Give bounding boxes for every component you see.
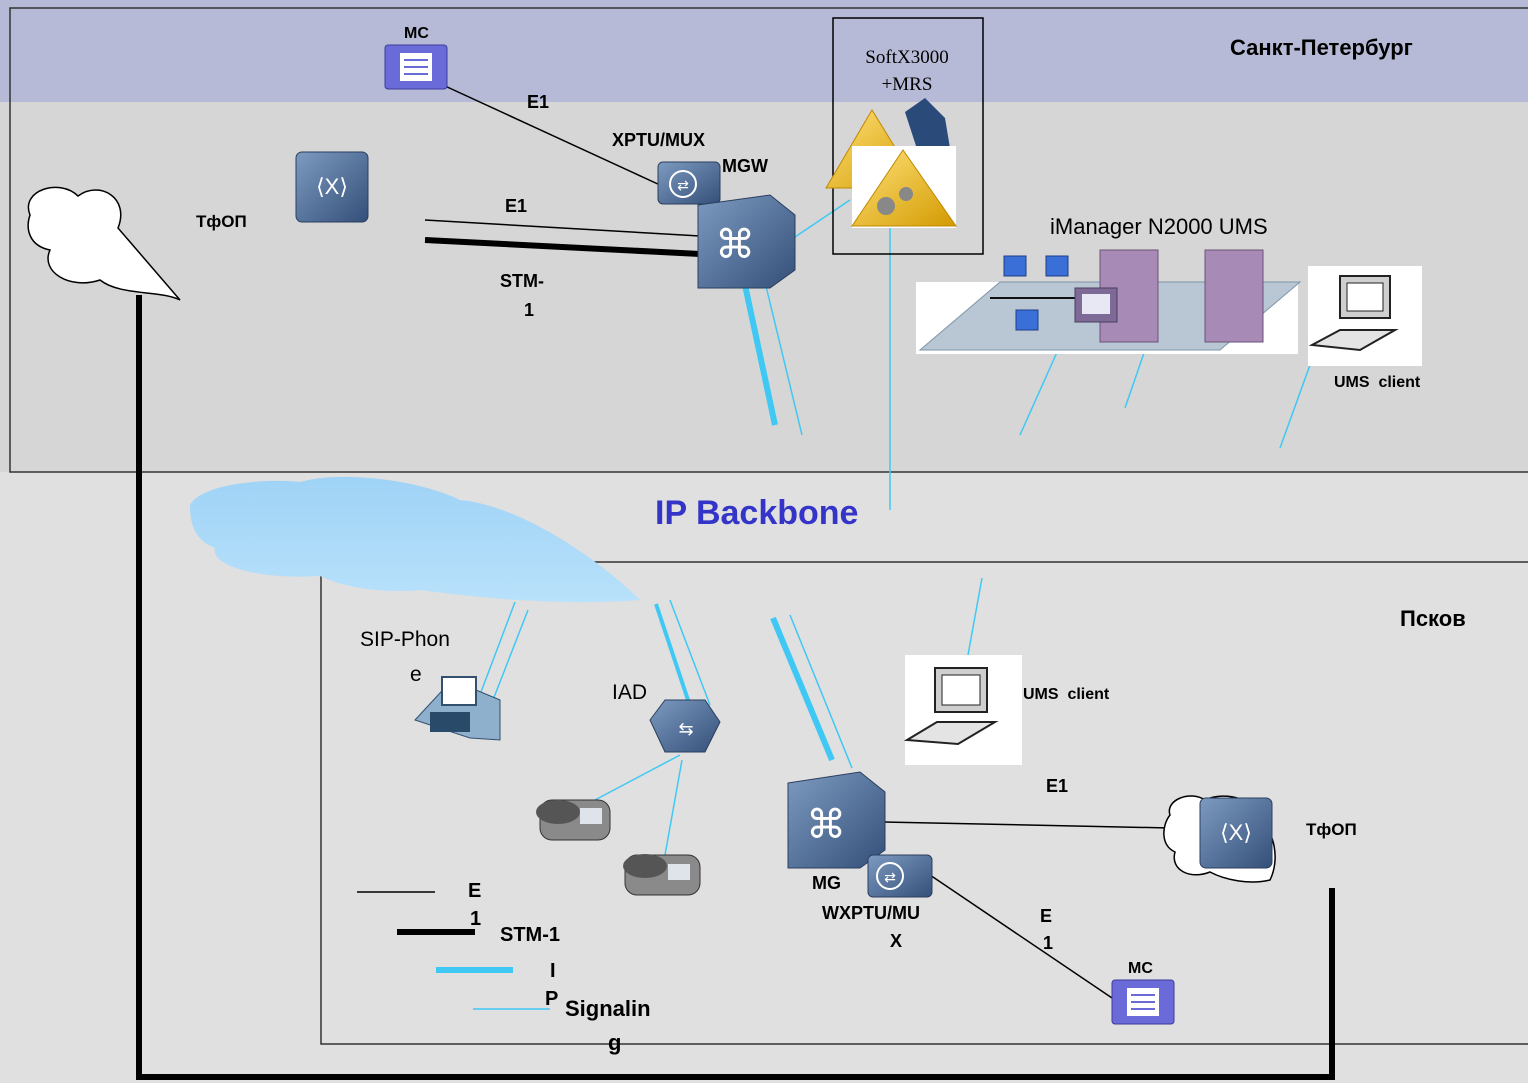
softx-icon xyxy=(825,98,957,228)
desk-phone-1-icon xyxy=(536,799,611,841)
sig-iad-phone1 xyxy=(594,754,681,801)
mc-spb-label: MC xyxy=(404,25,429,42)
svg-text:⇄: ⇄ xyxy=(884,870,896,886)
legend-stm1-label: STM-1 xyxy=(500,924,560,946)
svg-text:⟨X⟩: ⟨X⟩ xyxy=(316,174,348,199)
mgw-label: MGW xyxy=(722,156,768,176)
legend-e1-label-a: E xyxy=(468,880,482,902)
softx-label-a: SoftX3000 xyxy=(865,47,949,68)
iad-icon: ⇆ xyxy=(649,699,721,753)
sig-iad-b xyxy=(669,599,711,706)
legend-ip-label-a: I xyxy=(550,960,556,982)
sig-mgw-down-b xyxy=(764,281,803,436)
pstn-switch-spb-icon: ⟨X⟩ xyxy=(295,151,369,223)
mc-pskov-icon xyxy=(1111,979,1175,1025)
legend-signaling-label-b: g xyxy=(608,1030,622,1055)
sig-ums-b xyxy=(1124,349,1146,409)
pstn-cloud-spb xyxy=(27,186,181,301)
e1-tfop-to-mgw xyxy=(424,219,701,237)
e1-diag-label-b: 1 xyxy=(1043,933,1054,953)
tfop-pskov-label: ТфОП xyxy=(1306,820,1357,839)
spb-band xyxy=(0,0,1528,102)
ip-iad-a xyxy=(654,603,690,701)
mc-pskov-label: MC xyxy=(1128,960,1153,977)
e1-diag-label-a: E xyxy=(1040,906,1053,926)
e1-label-top: E1 xyxy=(527,92,550,112)
legend-signaling-label-a: Signalin xyxy=(565,996,651,1021)
svg-text:⇆: ⇆ xyxy=(678,719,693,740)
sig-sip-a xyxy=(477,601,516,701)
xptu-mux-label: XPTU/MUX xyxy=(612,130,706,150)
sip-phone-label-a: SIP-Phon xyxy=(360,628,450,651)
e1-mc-to-xptu xyxy=(431,79,661,186)
ums-client-pskov-label: UMS client xyxy=(1023,686,1110,703)
desk-phone-2-icon xyxy=(623,854,701,896)
ums-client-spb-label: UMS client xyxy=(1334,374,1421,391)
sig-iad-phone2 xyxy=(664,759,683,856)
sig-sip-b xyxy=(492,609,529,701)
sip-phone-label-b: e xyxy=(410,663,422,686)
ip-backbone-label: IP Backbone xyxy=(655,494,859,532)
mgw-spb-icon: ⌘ xyxy=(697,194,796,289)
stm1-label-a: STM- xyxy=(500,271,544,291)
region-label-pskov: Псков xyxy=(1400,606,1466,631)
spb-border xyxy=(9,7,1528,473)
ums-client-spb-icon xyxy=(1308,266,1422,366)
mc-spb-icon xyxy=(384,44,448,90)
ip-backbone-cloud xyxy=(190,476,640,603)
region-label-spb: Санкт-Петербург xyxy=(1230,35,1413,60)
xptu-mux-spb-icon: ⇄ xyxy=(657,161,721,205)
legend-ip-label-b: P xyxy=(545,988,559,1010)
wxptu-mux-label-a: WXPTU/MU xyxy=(822,903,920,923)
stm1-label-b: 1 xyxy=(524,300,535,320)
sig-ums-client-pskov xyxy=(967,577,983,656)
softx-label-b: +MRS xyxy=(881,74,933,95)
legend-e1-label-b: 1 xyxy=(470,908,482,930)
imanager-ums-icon xyxy=(916,249,1302,354)
svg-text:⌘: ⌘ xyxy=(806,802,846,848)
ums-client-pskov-icon xyxy=(903,655,1022,765)
svg-text:⟨X⟩: ⟨X⟩ xyxy=(1220,820,1252,845)
imanager-label: iManager N2000 UMS xyxy=(1050,214,1268,239)
svg-text:⇄: ⇄ xyxy=(677,178,689,194)
iad-label: IAD xyxy=(612,681,648,704)
mg-label: MG xyxy=(812,873,841,893)
ip-mg-a xyxy=(770,616,835,762)
e1-wxptu-mc xyxy=(929,874,1116,1001)
sig-ums-client xyxy=(1279,364,1311,449)
ip-mgw-down-a xyxy=(742,284,778,426)
sip-phone-icon xyxy=(414,676,501,741)
mg-pskov-icon: ⌘ xyxy=(787,771,886,869)
wxptu-mux-pskov-icon: ⇄ xyxy=(867,854,933,898)
stm1-long-loop xyxy=(136,295,1335,1080)
wxptu-mux-label-b: X xyxy=(890,931,903,951)
softx-box xyxy=(832,17,984,255)
e1-mg-tfop xyxy=(884,821,1171,829)
e1-label-pskov: E1 xyxy=(1046,776,1069,796)
pskov-border xyxy=(320,561,1528,1045)
pstn-switch-pskov-icon: ⟨X⟩ xyxy=(1199,797,1273,869)
tfop-spb-label: ТфОП xyxy=(196,212,247,231)
e1-label-mid: E1 xyxy=(505,196,528,216)
stm1-tfop-to-mgw xyxy=(424,237,701,257)
sig-ums-a xyxy=(1019,349,1059,436)
sig-mg-b xyxy=(789,614,853,769)
sig-mgw-softx xyxy=(794,199,851,238)
svg-text:⌘: ⌘ xyxy=(715,222,755,268)
